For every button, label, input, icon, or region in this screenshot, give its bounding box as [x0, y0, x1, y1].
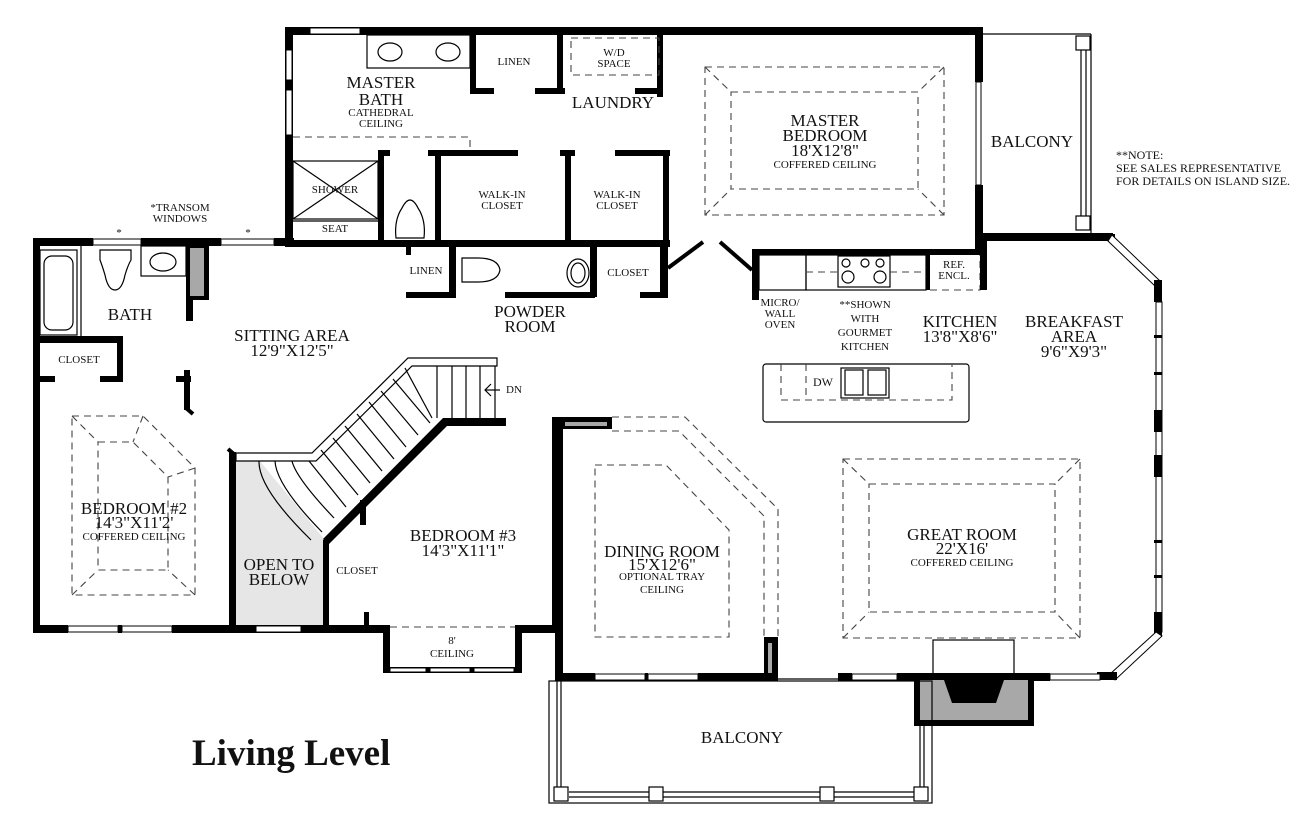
- label-micro-wall-oven: MICRO/ WALL OVEN: [760, 297, 800, 331]
- great-room-ceiling: [842, 458, 1081, 639]
- stairs-direction-label: DN: [506, 384, 522, 396]
- corridor-walls: [406, 240, 759, 300]
- label-8ft-ceiling: 8' CEILING: [430, 635, 474, 660]
- room-walkin-closet-left: WALK-IN CLOSET: [478, 189, 526, 212]
- room-breakfast-area: BREAKFAST AREA 9'6"X9'3": [1025, 312, 1123, 361]
- transom-marker-right: *: [245, 227, 251, 239]
- fireplace: [914, 639, 1034, 726]
- room-great-room: GREAT ROOM 22'X16' COFFERED CEILING: [907, 525, 1017, 569]
- room-kitchen: KITCHEN 13'8"X8'6": [922, 312, 998, 346]
- room-balcony-top: BALCONY: [990, 132, 1074, 151]
- transom-marker-left: *: [116, 227, 122, 239]
- balcony-top-railing: [983, 33, 1113, 241]
- label-gourmet-kitchen-note: **SHOWN WITH GOURMET KITCHEN: [837, 299, 893, 353]
- room-closet-bedroom3: CLOSET: [336, 565, 378, 577]
- floor-title: Living Level: [192, 733, 391, 774]
- left-wing-walls: [33, 238, 294, 633]
- label-ref-enclosure: REF. ENCL.: [938, 259, 970, 282]
- breakfast-area-walls: [1080, 234, 1163, 681]
- bedroom2-ceiling: [71, 415, 196, 596]
- room-walkin-closet-right: WALK-IN CLOSET: [593, 189, 641, 212]
- kitchen-counter: [752, 240, 987, 291]
- label-transom-windows: *TRANSOM WINDOWS: [150, 202, 210, 225]
- master-bedroom-ceiling: [704, 66, 945, 216]
- room-laundry: LAUNDRY: [571, 93, 655, 112]
- room-master-bath: MASTER BATH CATHEDRAL CEILING: [346, 73, 416, 130]
- room-balcony-bottom: BALCONY: [700, 728, 784, 747]
- room-master-bedroom: MASTER BEDROOM 18'X12'8" COFFERED CEILIN…: [773, 111, 877, 171]
- room-linen-mid: LINEN: [409, 265, 443, 277]
- label-wd-space: W/D SPACE: [597, 47, 631, 70]
- master-suite-walls: [285, 27, 983, 250]
- label-dishwasher: DW: [813, 375, 833, 389]
- island-size-note: **NOTE: SEE SALES REPRESENTATIVE FOR DET…: [1116, 148, 1291, 188]
- label-seat: SEAT: [321, 223, 349, 235]
- dining-room-walls: [552, 416, 1101, 681]
- room-linen-top: LINEN: [497, 56, 531, 68]
- balcony-bottom-railing: [548, 680, 933, 804]
- room-closet-left: CLOSET: [58, 354, 100, 366]
- stairs-and-open-area: [226, 357, 506, 633]
- room-bedroom-2: BEDROOM #2 14'3"X11'2' COFFERED CEILING: [80, 499, 188, 543]
- label-open-to-below: OPEN TO BELOW: [243, 555, 315, 589]
- room-bedroom-3: BEDROOM #3 14'3"X11'1": [409, 526, 517, 560]
- room-dining-room: DINING ROOM 15'X12'6" OPTIONAL TRAY CEIL…: [604, 542, 720, 596]
- room-sitting-area: SITTING AREA 12'9"X12'5": [234, 326, 350, 360]
- room-closet-powder: CLOSET: [607, 267, 649, 279]
- label-shower: SHOWER: [311, 184, 359, 196]
- room-bath: BATH: [107, 305, 153, 324]
- room-powder-room: POWDER ROOM: [494, 302, 566, 336]
- master-bath-fixtures: [292, 34, 660, 239]
- kitchen-island: [762, 363, 970, 423]
